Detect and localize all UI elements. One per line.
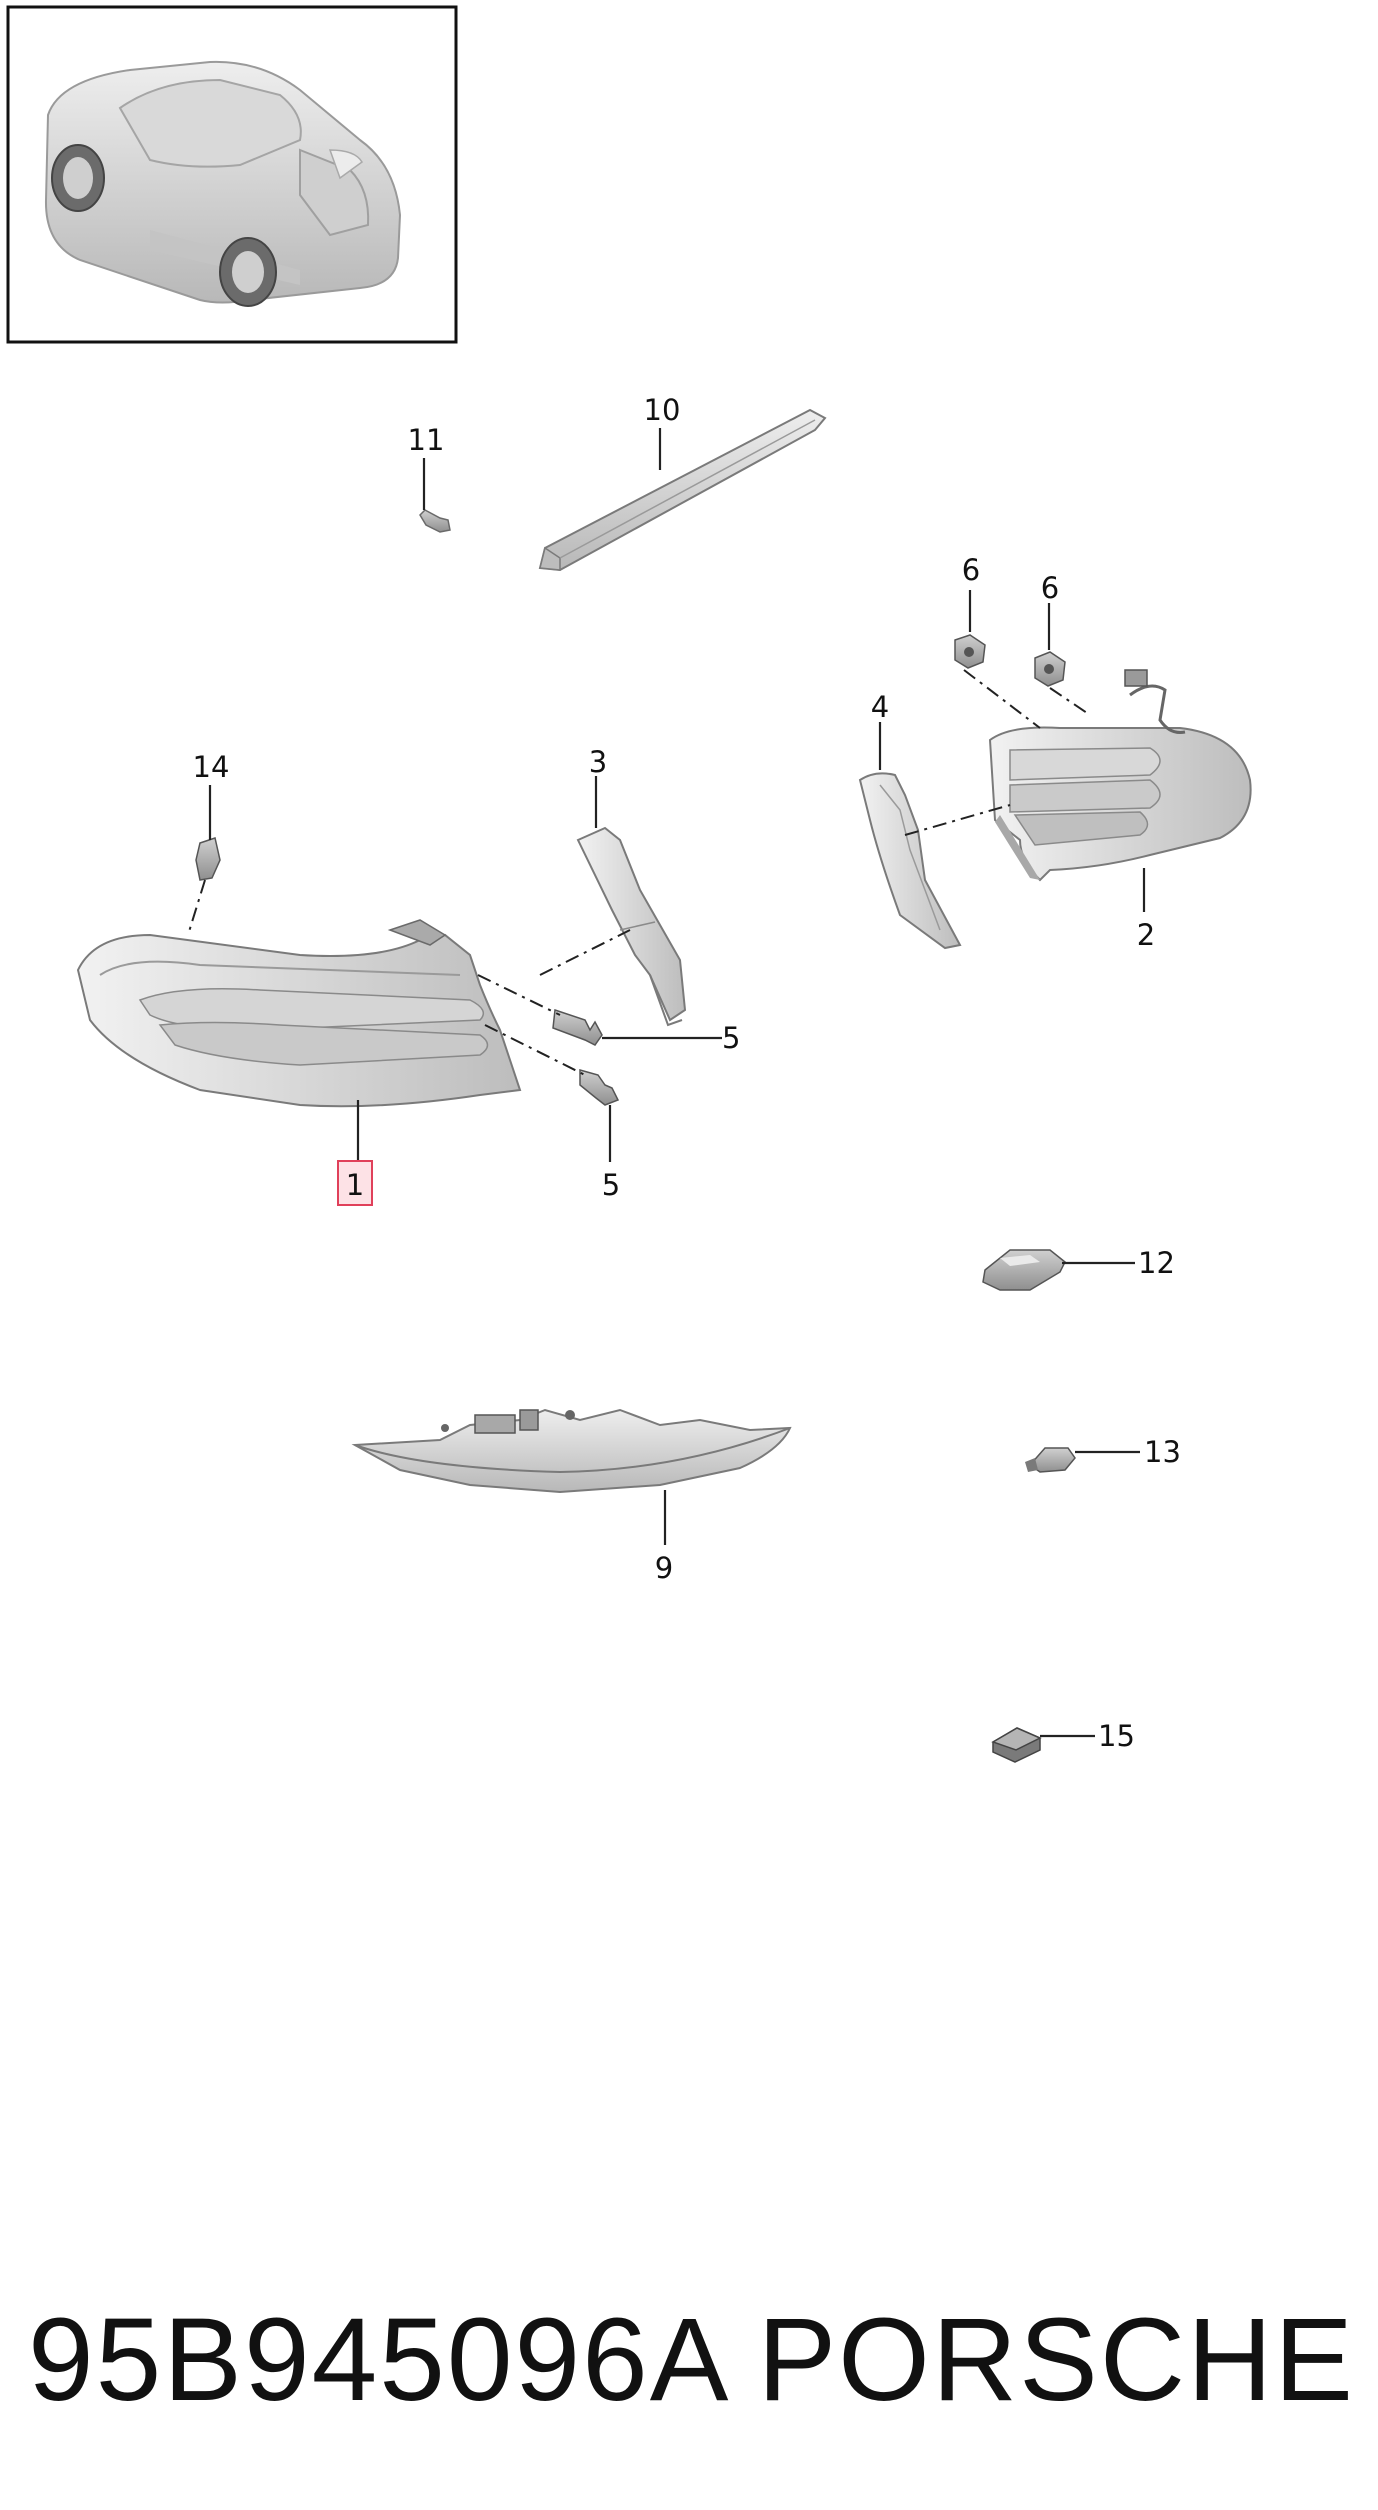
part-3-seal	[576, 826, 687, 1027]
part-number: 95B945096A	[28, 2294, 730, 2426]
part-11-bolt	[419, 509, 451, 533]
part-12-bulb-holder	[982, 1249, 1066, 1291]
part-13-bulb	[1025, 1447, 1076, 1473]
callout-4[interactable]: 4	[871, 690, 889, 724]
part-14-screw	[195, 837, 221, 881]
callout-11[interactable]: 11	[408, 423, 445, 457]
callout-3[interactable]: 3	[589, 745, 607, 779]
part-5-bolt-upper	[552, 1008, 603, 1046]
part-2-tail-light-inner	[988, 669, 1252, 882]
callout-15[interactable]: 15	[1098, 1719, 1135, 1753]
callout-1-highlight-box	[337, 1160, 373, 1206]
callout-1[interactable]: 1	[346, 1168, 364, 1202]
callout-6-left[interactable]: 6	[962, 553, 980, 587]
callout-5-upper[interactable]: 5	[722, 1021, 740, 1055]
callout-13[interactable]: 13	[1144, 1435, 1181, 1469]
leader-lines	[208, 428, 1146, 1738]
callout-10[interactable]: 10	[644, 393, 681, 427]
assembly-lines	[187, 669, 1091, 1076]
part-4-seal	[858, 772, 962, 950]
callout-12[interactable]: 12	[1138, 1246, 1175, 1280]
callout-2[interactable]: 2	[1137, 918, 1155, 952]
vehicle-thumbnail	[6, 5, 458, 344]
brand-name: PORSCHE	[757, 2294, 1355, 2426]
car-illustration	[44, 60, 402, 307]
callout-5-lower[interactable]: 5	[602, 1168, 620, 1202]
part-5-bolt-lower	[579, 1069, 620, 1106]
part-6-nut-right	[1034, 651, 1066, 687]
part-1-tail-light-outer	[76, 919, 522, 1108]
callout-6-right[interactable]: 6	[1041, 571, 1059, 605]
callout-9[interactable]: 9	[655, 1551, 673, 1585]
callout-14[interactable]: 14	[193, 750, 230, 784]
part-9-reflector	[351, 1408, 792, 1494]
part-15-pad	[991, 1727, 1042, 1763]
part-10-trim-strip	[538, 408, 827, 572]
part-6-nut-left	[954, 634, 986, 669]
